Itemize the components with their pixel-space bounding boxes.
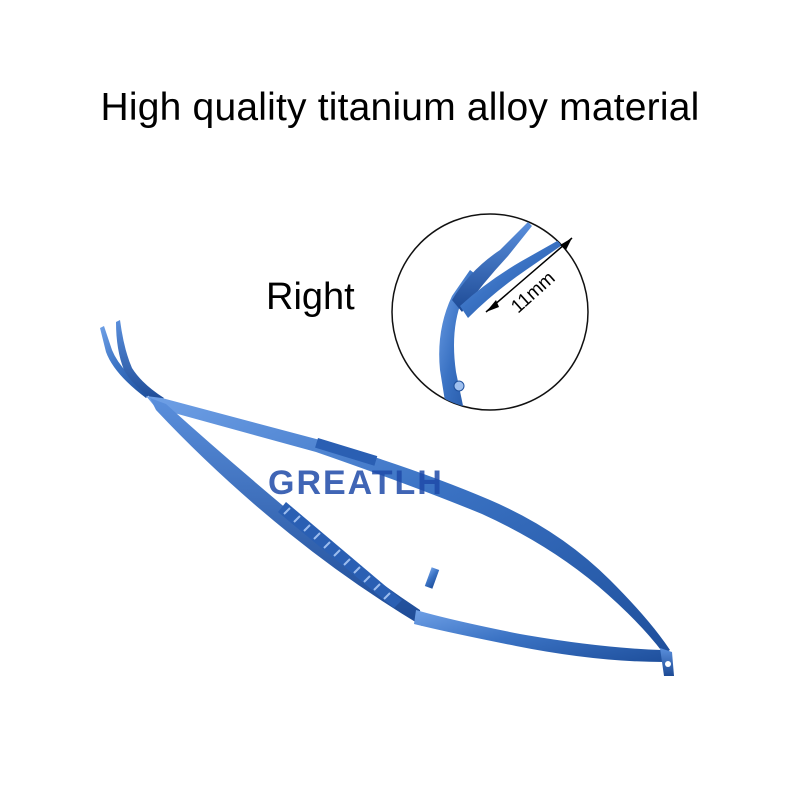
stop-pin — [424, 567, 440, 589]
spring-bow — [414, 610, 664, 662]
blade-tip-closeup — [439, 222, 568, 410]
brand-watermark: GREATLH — [268, 464, 444, 502]
measurement-arrow — [485, 237, 573, 313]
blade-tip-right — [116, 320, 164, 402]
side-label: Right — [266, 276, 355, 318]
scissors — [100, 320, 674, 676]
zoom-callout: 11mm — [391, 213, 589, 411]
grip-knurl — [278, 502, 402, 608]
headline: High quality titanium alloy material — [100, 86, 700, 129]
